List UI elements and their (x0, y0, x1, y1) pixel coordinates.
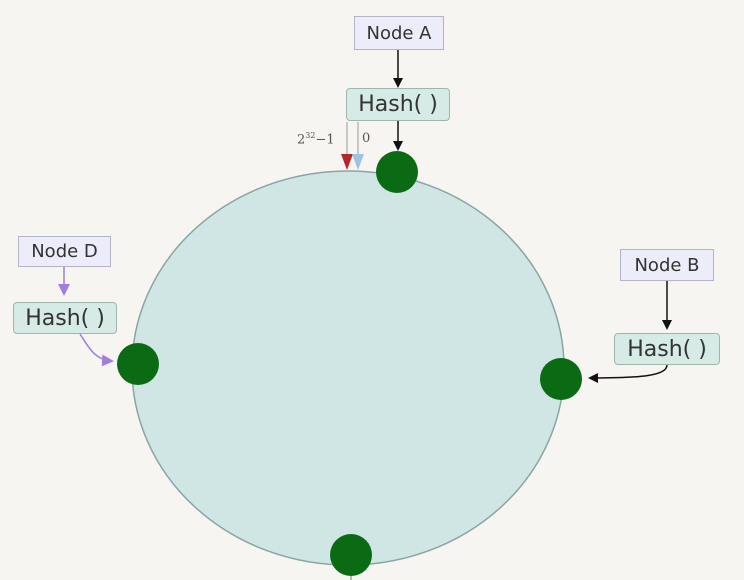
ring-point-bottom (330, 534, 372, 576)
ring-point-node-a (376, 151, 418, 193)
node-a-hash-box: Hash( ) (346, 88, 450, 121)
ring-point-node-d (117, 343, 159, 385)
arrow-hash-d-to-ring (79, 333, 114, 367)
ring-max-marker-arrow (341, 154, 353, 170)
hash-ring (131, 170, 565, 566)
node-d-box: Node D (18, 236, 111, 267)
node-d-hash-box: Hash( ) (13, 302, 117, 334)
ring-zero-label: 0 (362, 131, 371, 146)
node-b-box: Node B (620, 249, 714, 281)
ring-max-label: 232−1 (297, 131, 335, 148)
ring-max-suffix: −1 (315, 132, 335, 148)
ring-zero-marker-arrow (352, 154, 364, 170)
node-b-hash-box: Hash( ) (614, 333, 720, 365)
node-a-box: Node A (354, 16, 444, 50)
ring-max-exponent: 32 (305, 131, 316, 140)
ring-point-node-b (540, 358, 582, 400)
arrow-hash-b-to-ring (588, 364, 668, 383)
